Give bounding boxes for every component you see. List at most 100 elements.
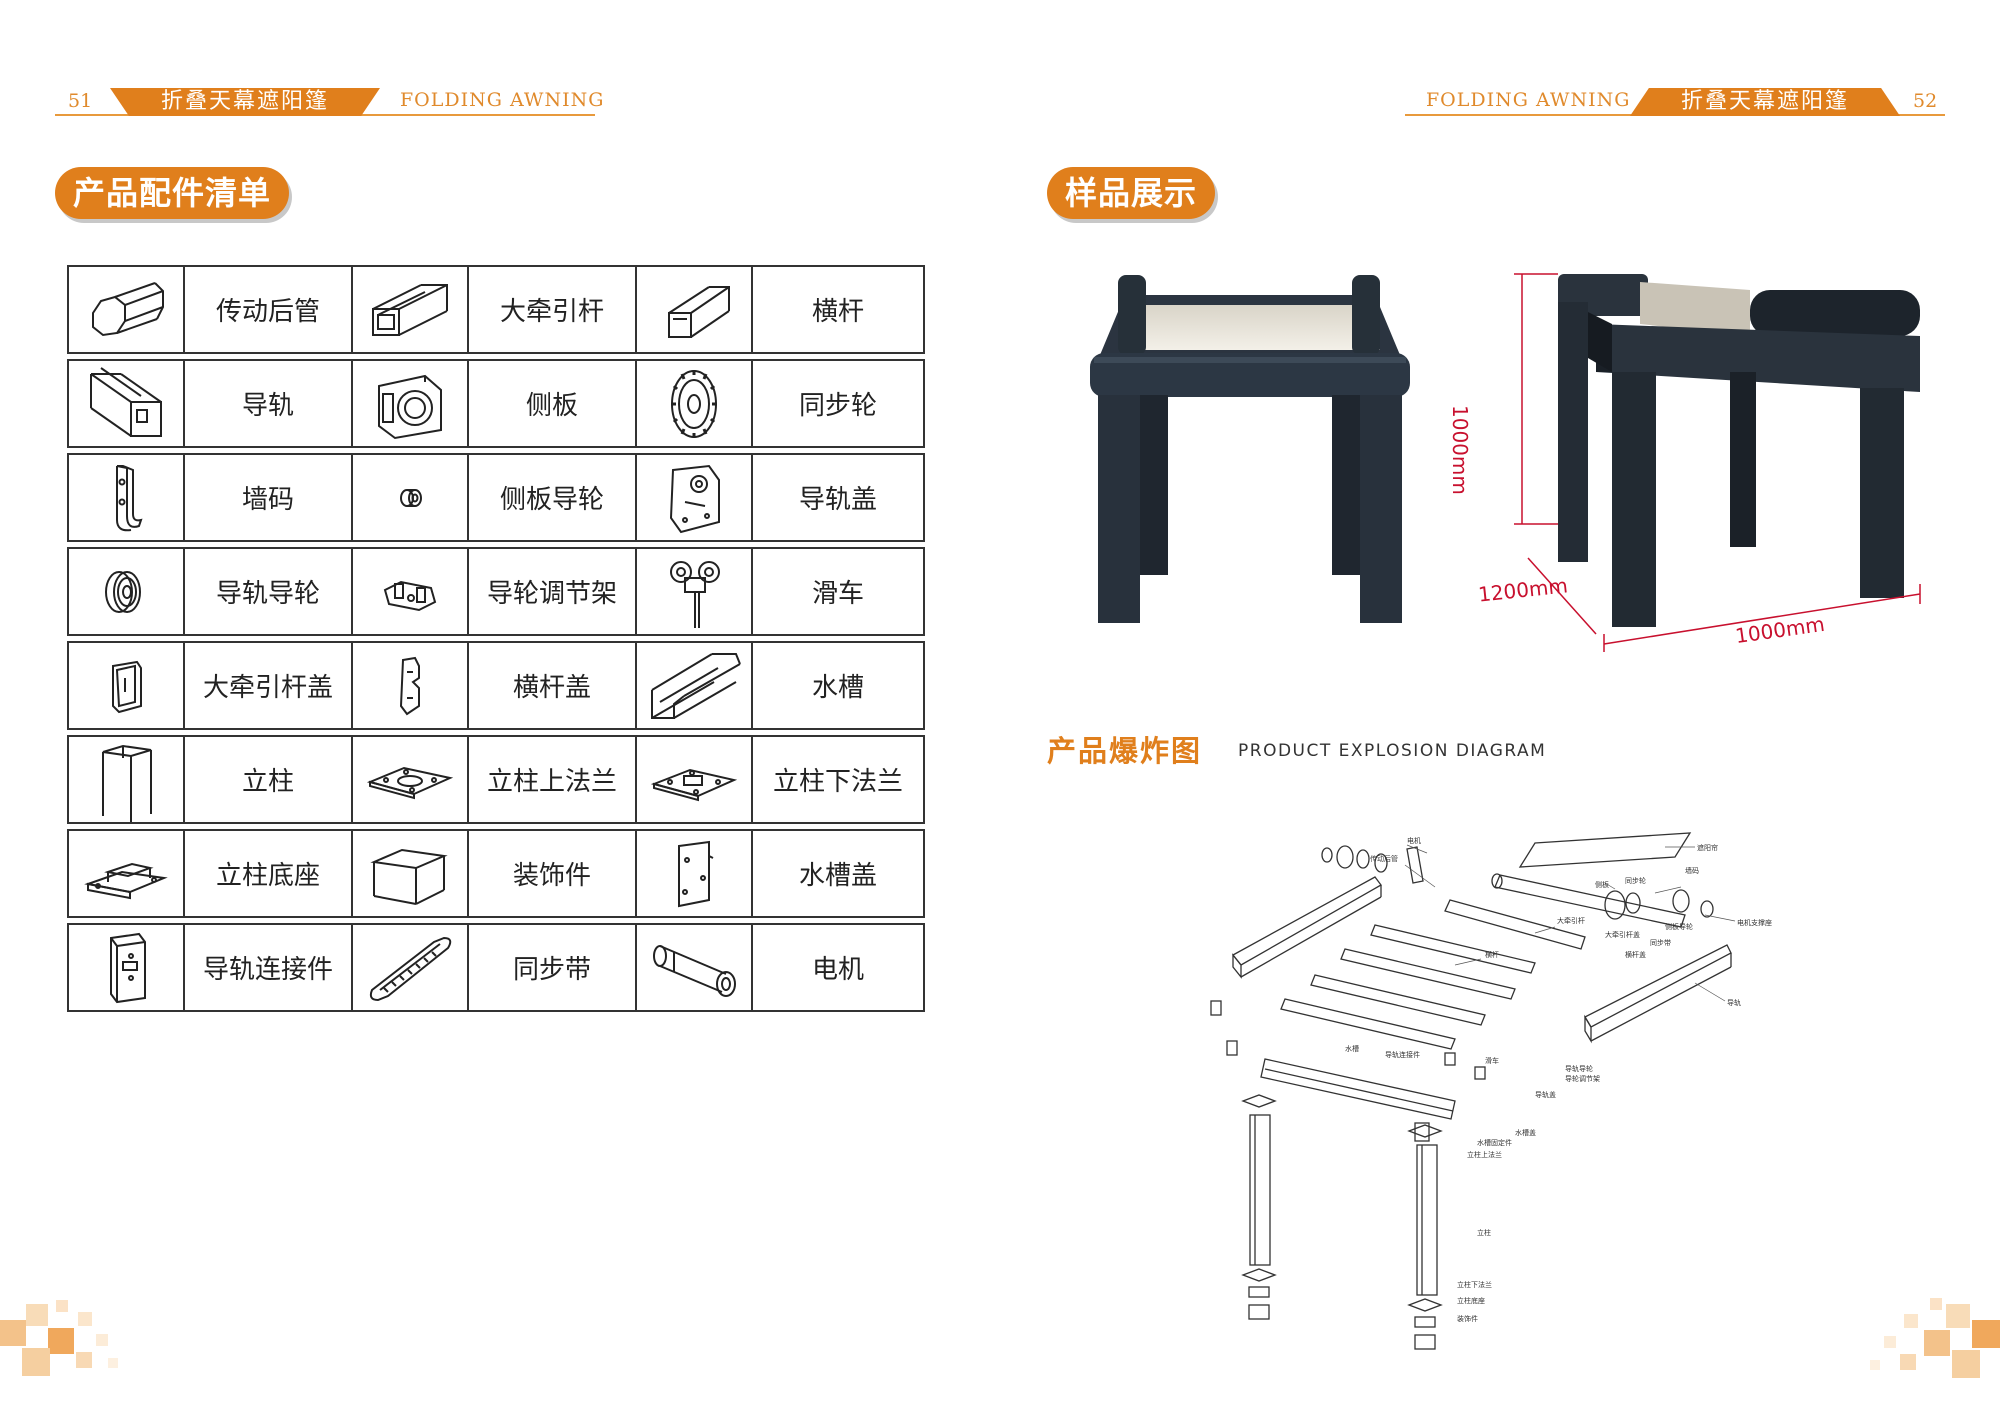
label-gutter-cap: 水槽盖 <box>1515 1128 1536 1137</box>
crossbar-cap-icon <box>353 643 469 728</box>
part-name: 导轮调节架 <box>469 549 637 634</box>
part-name: 横杆 <box>811 297 864 327</box>
part-name: 导轨盖 <box>798 485 877 515</box>
parts-list-title: 产品配件清单 <box>55 167 290 219</box>
sample-title: 样品展示 <box>1047 167 1216 219</box>
part-name: 导轨 <box>185 361 353 446</box>
part-name: 导轨连接件 <box>185 925 353 1010</box>
trim-box-icon <box>353 831 469 916</box>
part-name: 侧板 <box>469 361 637 446</box>
label-sync-wheel: 同步轮 <box>1625 876 1646 885</box>
label-trolley: 滑车 <box>1485 1056 1499 1065</box>
right-corner-decoration <box>1870 1298 2000 1378</box>
label-side-wheel: 侧板导轮 <box>1665 922 1693 931</box>
left-banner-en: FOLDING AWNING <box>400 89 605 111</box>
label-crossbar-cap: 横杆盖 <box>1625 950 1646 959</box>
label-crossbar: 横杆 <box>1485 950 1499 959</box>
explosion-title-en: PRODUCT EXPLOSION DIAGRAM <box>1238 741 1547 761</box>
label-motor: 电机 <box>1407 836 1421 845</box>
profile-bar-icon <box>353 267 469 352</box>
parts-row: 导轨导轮 导轮调节架 滑车 <box>67 547 925 636</box>
label-wall-bracket: 墙码 <box>1685 866 1699 875</box>
parts-row: 导轨连接件 同步带 电机 <box>67 923 925 1012</box>
parts-row: 大牵引杆盖 横杆盖 水槽 <box>67 641 925 730</box>
part-name: 横杆盖 <box>469 643 637 728</box>
label-post: 立柱 <box>1477 1228 1491 1237</box>
label-rail-cap: 导轨盖 <box>1535 1090 1556 1099</box>
label-gutter-fixer: 水槽固定件 <box>1477 1138 1512 1147</box>
left-corner-decoration <box>0 1300 118 1376</box>
label-rail-connector: 导轨连接件 <box>1385 1050 1420 1059</box>
label-motor-bracket: 电机支撑座 <box>1737 918 1772 927</box>
octagon-tube-icon <box>69 267 185 352</box>
part-name: 装饰件 <box>469 831 637 916</box>
part-name: 立柱 <box>185 737 353 822</box>
rail-connector-icon <box>69 925 185 1010</box>
explosion-title-cn: 产品爆炸图 <box>1047 734 1203 768</box>
label-wheel-bracket: 导轮调节架 <box>1565 1074 1600 1083</box>
label-big-bar-cap: 大牵引杆盖 <box>1605 930 1640 939</box>
right-banner-en: FOLDING AWNING <box>1426 89 1631 111</box>
label-big-bar: 大牵引杆 <box>1557 916 1585 925</box>
rail-cap-icon <box>637 455 753 540</box>
bottom-flange-icon <box>637 737 753 822</box>
sample-photo-front <box>1080 265 1420 625</box>
part-name: 传动后管 <box>185 267 353 352</box>
small-wheel-icon <box>353 455 469 540</box>
part-name: 同步带 <box>469 925 637 1010</box>
part-name: 同步轮 <box>798 391 877 421</box>
parts-row: 传动后管 大牵引杆 横杆 <box>67 265 925 354</box>
post-base-icon <box>69 831 185 916</box>
label-shade: 遮阳帘 <box>1697 843 1718 852</box>
side-plate-icon <box>353 361 469 446</box>
gutter-profile-icon <box>637 643 753 728</box>
crossbar-profile-icon <box>637 267 753 352</box>
part-name: 电机 <box>811 955 864 985</box>
part-name: 滑车 <box>811 579 864 609</box>
label-rail-wheel: 导轨导轮 <box>1565 1064 1593 1073</box>
part-name: 水槽 <box>811 673 864 703</box>
timing-belt-icon <box>353 925 469 1010</box>
wall-bracket-icon <box>69 455 185 540</box>
sync-wheel-icon <box>637 361 753 446</box>
part-name: 立柱上法兰 <box>469 737 637 822</box>
left-banner-cn: 折叠天幕遮阳篷 <box>110 88 380 116</box>
explosion-diagram: 电机 传动后管 遮阳帘 侧板 同步轮 墙码 电机支撑座 侧板导轮 大牵引杆 大牵… <box>1210 832 1772 1350</box>
label-rail: 导轨 <box>1727 998 1741 1007</box>
label-side-plate: 侧板 <box>1595 880 1609 889</box>
rail-profile-icon <box>69 361 185 446</box>
part-name: 水槽盖 <box>798 861 877 891</box>
right-banner-cn: 折叠天幕遮阳篷 <box>1630 88 1900 116</box>
gutter-cap-icon <box>637 831 753 916</box>
part-name: 大牵引杆 <box>469 267 637 352</box>
parts-row: 墙码 侧板导轮 导轨盖 <box>67 453 925 542</box>
label-sync-belt: 同步带 <box>1650 939 1671 947</box>
parts-row: 立柱 立柱上法兰 立柱下法兰 <box>67 735 925 824</box>
part-name: 立柱底座 <box>185 831 353 916</box>
label-top-flange: 立柱上法兰 <box>1467 1150 1502 1159</box>
top-flange-icon <box>353 737 469 822</box>
parts-row: 立柱底座 装饰件 水槽盖 <box>67 829 925 918</box>
part-name: 侧板导轮 <box>469 455 637 540</box>
guide-wheel-icon <box>69 549 185 634</box>
right-page-number: 52 <box>1913 90 1938 112</box>
label-trim: 装饰件 <box>1457 1314 1478 1323</box>
post-icon <box>69 737 185 822</box>
parts-row: 导轨 侧板 同步轮 <box>67 359 925 448</box>
part-name: 立柱下法兰 <box>772 767 903 797</box>
part-name: 大牵引杆盖 <box>185 643 353 728</box>
parts-table: 传动后管 大牵引杆 横杆 导轨 侧板 同步轮 墙码 侧板导轮 <box>67 265 925 1017</box>
height-dimension: 1000mm <box>1448 405 1472 495</box>
sample-photo-angle <box>1500 262 1940 652</box>
label-bottom-flange: 立柱下法兰 <box>1457 1280 1492 1289</box>
wheel-bracket-icon <box>353 549 469 634</box>
bar-cap-icon <box>69 643 185 728</box>
trolley-icon <box>637 549 753 634</box>
label-gutter: 水槽 <box>1345 1044 1359 1053</box>
label-drive-tube: 传动后管 <box>1370 854 1398 863</box>
left-page-number: 51 <box>68 90 93 112</box>
motor-icon <box>637 925 753 1010</box>
part-name: 导轨导轮 <box>185 549 353 634</box>
part-name: 墙码 <box>185 455 353 540</box>
label-post-base: 立柱底座 <box>1457 1296 1485 1305</box>
